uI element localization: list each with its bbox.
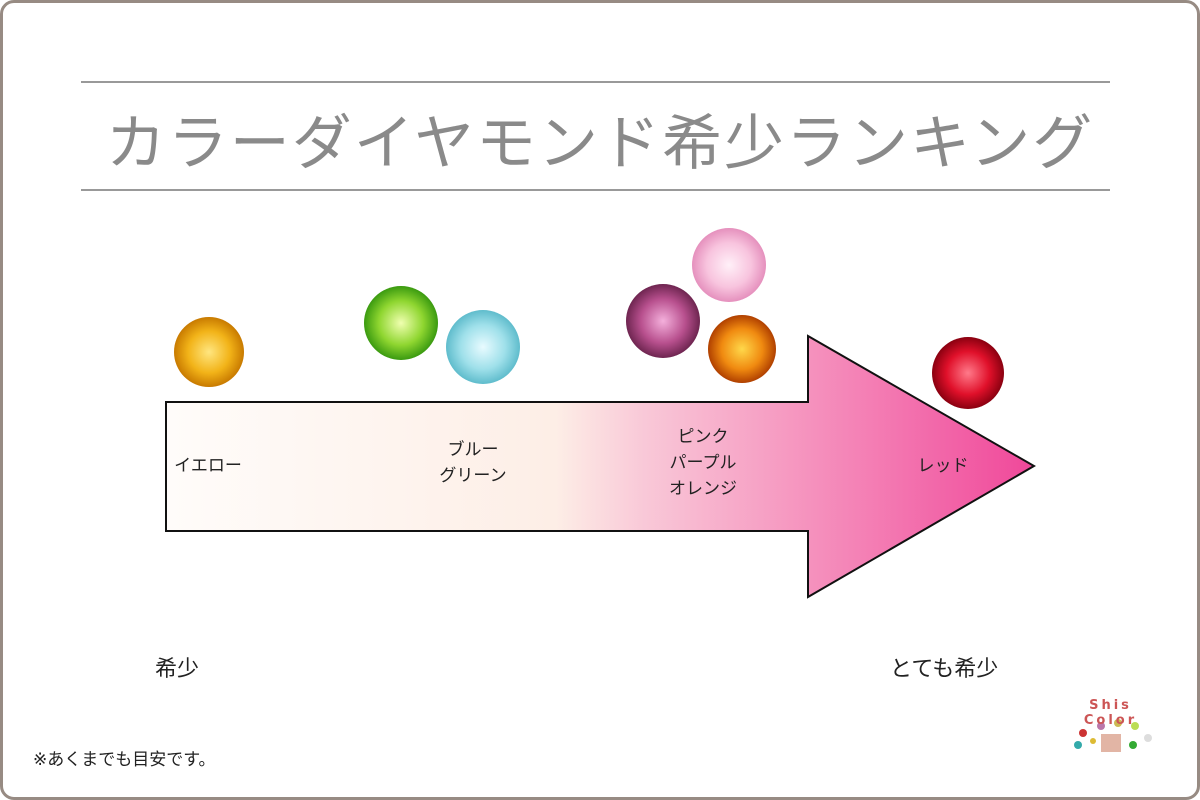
rarity-arrow [165, 334, 1036, 599]
orange-diamond-icon [708, 315, 776, 383]
label-yellow: イエロー [174, 456, 242, 476]
green-diamond-icon [364, 286, 438, 360]
logo-gems-icon [1074, 719, 1152, 752]
label-red: レッド [917, 456, 969, 476]
scale-left-label: 希少 [155, 657, 200, 682]
page-title: カラーダイヤモンド希少ランキング [105, 109, 1095, 179]
label-pink-purple-orange: ピンク パープル オレンジ [669, 427, 737, 499]
blue-diamond-icon [446, 310, 520, 384]
red-diamond-icon [932, 337, 1004, 409]
title-top-rule [81, 81, 1110, 83]
footnote: ※あくまでも目安です。 [33, 750, 216, 770]
title-bottom-rule [81, 189, 1110, 191]
label-blue-green: ブルー グリーン [439, 440, 507, 486]
logo-text: Shis Color [1083, 698, 1138, 728]
scale-right-label: とても希少 [890, 657, 999, 682]
yellow-diamond-icon [174, 317, 244, 387]
rarity-arrow-art [165, 228, 1036, 599]
purple-diamond-icon [626, 284, 700, 358]
pink-diamond-icon [692, 228, 766, 302]
brand-logo: Shis Color [1063, 698, 1158, 758]
